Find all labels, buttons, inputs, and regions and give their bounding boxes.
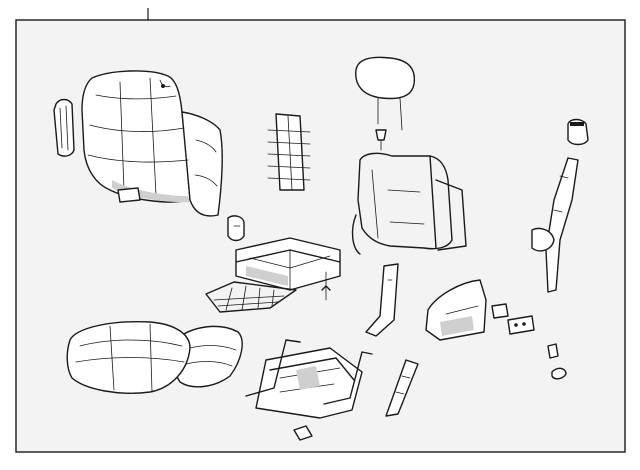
- track-cover-right: [385, 359, 419, 417]
- lumbar-support: [267, 113, 311, 191]
- seat-belt-retractor: [531, 157, 579, 293]
- seat-back-frame: [351, 152, 467, 255]
- seat-belt-buckle-cover: [567, 118, 589, 146]
- clip-b: [551, 367, 567, 380]
- recliner-handle: [227, 215, 245, 242]
- seat-back-cover: [81, 70, 223, 217]
- track-cover-left: [365, 263, 399, 337]
- side-shield: [425, 279, 487, 341]
- switch-bezel: [507, 315, 535, 335]
- seat-cushion-cover: [66, 320, 191, 394]
- seat-cushion-pad: [171, 325, 243, 388]
- bracket-small: [117, 187, 141, 203]
- seat-cushion-frame: [235, 237, 341, 301]
- headrest-guide: [375, 129, 387, 151]
- adjuster-track-assembly: [245, 339, 373, 419]
- headrest: [355, 56, 416, 131]
- side-trim-panel: [53, 98, 75, 157]
- clip-a: [547, 343, 559, 359]
- control-switch: [491, 303, 509, 319]
- clip-c: [293, 425, 313, 441]
- cushion-spring-mat: [205, 281, 297, 313]
